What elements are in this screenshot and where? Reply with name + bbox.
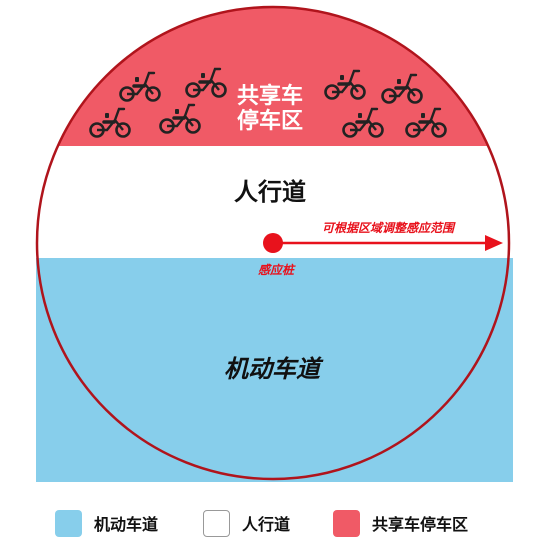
legend-item-sidewalk: 人行道 [203, 505, 290, 541]
sensing-range-circle [35, 5, 511, 481]
sensor-label: 感应桩 [258, 263, 296, 277]
shared-parking-label-line1: 共享车 [237, 83, 303, 109]
sidewalk-swatch [203, 509, 230, 537]
range-note: 可根据区域调整感应范围 [322, 221, 456, 235]
sidewalk-label: 人行道 [234, 178, 306, 206]
motor-lane-label: 机动车道 [224, 355, 324, 383]
legend-label: 机动车道 [94, 515, 159, 534]
legend-item-motor-lane: 机动车道 [55, 505, 158, 541]
shared-parking-swatch [333, 509, 360, 537]
shared-parking-label-line2: 停车区 [237, 108, 303, 134]
motor-lane-swatch [55, 509, 82, 537]
sensing-range-diagram: 共享车 停车区 人行道 机动车道 可根据区域调整感应范围 感应桩 [35, 5, 513, 482]
legend-label: 人行道 [242, 515, 291, 534]
legend-label: 共享车停车区 [372, 515, 469, 534]
range-arrow-icon [273, 235, 503, 251]
legend-item-shared-parking: 共享车停车区 [333, 505, 468, 541]
sensor-dot-icon [263, 233, 283, 253]
legend: 机动车道 人行道 共享车停车区 [0, 505, 551, 541]
